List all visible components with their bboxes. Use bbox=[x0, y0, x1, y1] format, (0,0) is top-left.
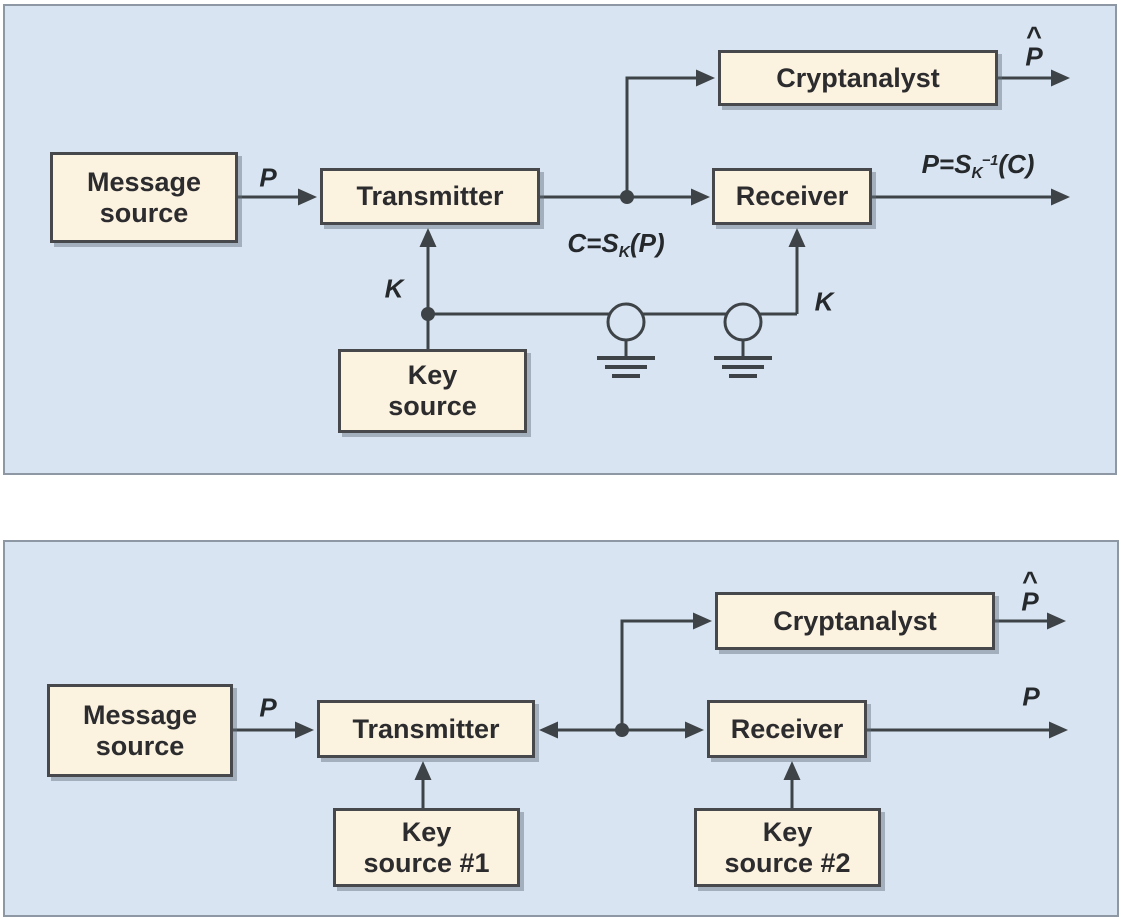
d2-plaintext-estimate-label: ^ P bbox=[1021, 566, 1039, 617]
hat-accent: ^ bbox=[1026, 21, 1042, 52]
d2-transmitter-box: Transmitter bbox=[317, 700, 535, 758]
box-label-line: Key bbox=[407, 360, 458, 391]
box-label-line: Message bbox=[82, 699, 198, 730]
box-label: Cryptanalyst bbox=[776, 62, 940, 93]
d1-key-label-transmitter: K bbox=[384, 273, 404, 304]
box-label-line: source bbox=[388, 391, 477, 421]
d2-plaintext-in-label: P bbox=[259, 692, 277, 723]
box-label-line: source bbox=[99, 197, 189, 228]
d1-decryption-equation: P=SK−1(C) bbox=[921, 149, 1035, 182]
d2-key-source-2-box: Key source #2 bbox=[694, 808, 881, 887]
d2-message-source-box: Message source bbox=[47, 684, 233, 777]
d1-plaintext-label: P bbox=[259, 162, 277, 193]
d1-key-source-box: Key source bbox=[338, 349, 527, 433]
d2-plaintext-out-label: P bbox=[1022, 681, 1040, 712]
d1-message-source-box: Message source bbox=[50, 152, 238, 243]
d2-key-source-1-box: Key source #1 bbox=[333, 808, 520, 887]
d1-plaintext-estimate-label: ^ P bbox=[1025, 21, 1043, 72]
box-label-line: Message bbox=[86, 166, 202, 197]
box-label-line: source bbox=[95, 730, 185, 761]
d2-cryptanalyst-box: Cryptanalyst bbox=[715, 592, 995, 650]
d1-cryptanalyst-box: Cryptanalyst bbox=[718, 50, 998, 106]
box-label-line: source #2 bbox=[724, 847, 851, 878]
box-label: Cryptanalyst bbox=[773, 605, 937, 636]
d1-receiver-box: Receiver bbox=[712, 168, 872, 225]
d1-transmitter-box: Transmitter bbox=[320, 168, 540, 225]
d1-key-label-receiver: K bbox=[814, 286, 834, 317]
box-label: Receiver bbox=[735, 181, 849, 212]
box-label: Receiver bbox=[730, 713, 844, 744]
d1-ciphertext-equation: C=SK(P) bbox=[567, 228, 665, 261]
box-label: Transmitter bbox=[352, 713, 500, 744]
box-label-line: Key bbox=[762, 816, 813, 847]
d2-receiver-box: Receiver bbox=[707, 700, 867, 758]
box-label: Transmitter bbox=[356, 181, 504, 212]
box-label-line: source #1 bbox=[363, 847, 490, 878]
box-label-line: Key bbox=[401, 816, 452, 847]
hat-accent: ^ bbox=[1022, 566, 1038, 597]
